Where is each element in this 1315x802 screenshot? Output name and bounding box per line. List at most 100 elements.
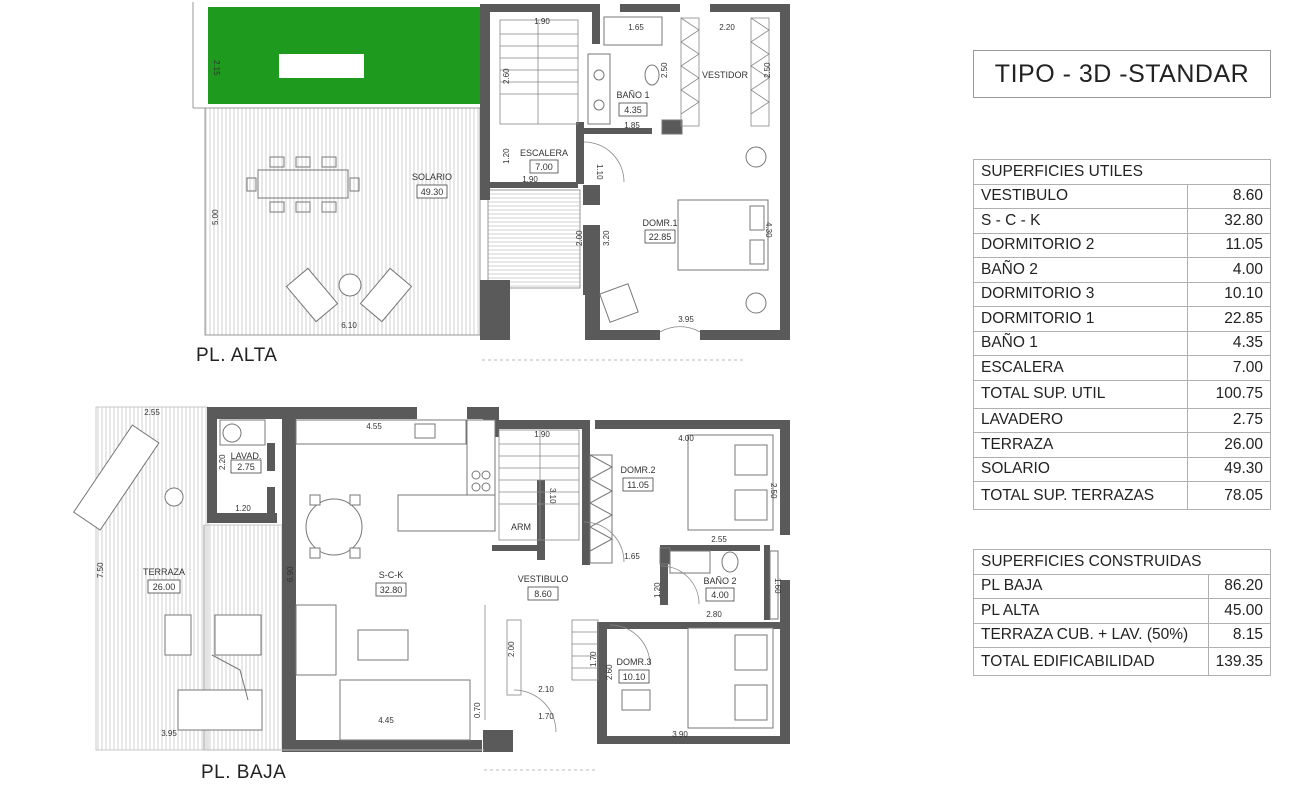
svg-text:1.90: 1.90 <box>522 175 538 184</box>
svg-text:1.70: 1.70 <box>589 651 598 667</box>
walls-baja <box>207 407 790 752</box>
svg-text:1.65: 1.65 <box>624 552 640 561</box>
superficies-construidas-header: SUPERFICIES CONSTRUIDAS <box>973 549 1271 575</box>
walls-alta <box>480 4 790 340</box>
room-escalera-area: 7.00 <box>535 162 553 172</box>
room-bano2-label: BAÑO 2 <box>703 576 736 586</box>
room-domr3-label: DOMR.3 <box>616 657 651 667</box>
svg-text:2.20: 2.20 <box>218 454 227 470</box>
svg-text:3.20: 3.20 <box>602 230 611 246</box>
svg-text:2.80: 2.80 <box>706 610 722 619</box>
room-domr2-area: 11.05 <box>627 480 649 490</box>
room-arm-label: ARM <box>511 522 531 532</box>
solario-deck <box>204 107 481 336</box>
svg-text:2.60: 2.60 <box>502 68 511 84</box>
dining-table-icon <box>246 156 360 213</box>
room-domr2-label: DOMR.2 <box>620 465 655 475</box>
room-terraza-area: 26.00 <box>153 582 176 592</box>
room-sck-label: S-C-K <box>379 570 404 580</box>
room-domr1-area: 22.85 <box>649 232 672 242</box>
svg-text:6.10: 6.10 <box>341 321 357 330</box>
wardrobe-icon <box>680 17 770 127</box>
svg-text:3.10: 3.10 <box>548 488 557 504</box>
svg-text:1.20: 1.20 <box>235 504 251 513</box>
svg-text:2.50: 2.50 <box>660 62 669 78</box>
room-vestidor-label: VESTIDOR <box>702 70 749 80</box>
room-solario-label: SOLARIO <box>412 172 452 182</box>
superficies-utiles-header: SUPERFICIES UTILES <box>973 159 1271 185</box>
plan-baja: TERRAZA 26.00 LAVAD. 2.75 S-C-K 32.80 AR… <box>72 406 790 783</box>
room-domr3-area: 10.10 <box>623 672 646 682</box>
dimensions-baja: 2.55 7.50 3.95 2.20 1.20 4.55 6.90 4.45 … <box>96 408 782 739</box>
svg-text:4.55: 4.55 <box>366 422 382 431</box>
floor-label-alta: PL. ALTA <box>196 345 277 366</box>
room-vestibulo-area: 8.60 <box>534 589 552 599</box>
room-lavad-area: 2.75 <box>237 462 255 472</box>
stairs-alta <box>499 19 579 125</box>
svg-text:4.30: 4.30 <box>764 222 773 238</box>
svg-text:2.55: 2.55 <box>711 535 727 544</box>
svg-text:1.90: 1.90 <box>534 430 550 439</box>
svg-text:2.00: 2.00 <box>507 641 516 657</box>
svg-text:1.10: 1.10 <box>595 164 604 180</box>
svg-text:2.50: 2.50 <box>769 483 778 499</box>
svg-text:2.55: 2.55 <box>144 408 160 417</box>
svg-text:3.95: 3.95 <box>161 729 177 738</box>
stairs-baja <box>498 429 599 681</box>
svg-text:1.60: 1.60 <box>773 578 782 594</box>
floor-label-baja: PL. BAJA <box>201 762 286 783</box>
room-sck-area: 32.80 <box>380 585 403 595</box>
sun-loungers-icon <box>285 267 413 323</box>
plan-type-title: TIPO - 3D -STANDAR <box>973 50 1271 98</box>
bath-fixtures-alta <box>587 16 683 135</box>
svg-text:3.90: 3.90 <box>672 730 688 739</box>
bedroom-furniture-icon <box>588 434 779 729</box>
svg-text:6.90: 6.90 <box>286 566 295 582</box>
svg-text:1.85: 1.85 <box>624 121 640 130</box>
room-vestibulo-label: VESTIBULO <box>518 574 569 584</box>
svg-text:0.70: 0.70 <box>473 702 482 718</box>
kitchen-icon <box>219 419 496 741</box>
dimensions-alta: 2.15 5.00 6.10 1.90 2.60 1.20 1.90 1.10 … <box>211 17 773 330</box>
svg-text:1.70: 1.70 <box>538 712 554 721</box>
table-row: TERRAZA CUB. + LAV. (50%)8.15 <box>973 622 1272 648</box>
room-terraza-label: TERRAZA <box>143 567 185 577</box>
room-lavad-label: LAVAD. <box>231 451 262 461</box>
floor-plans: SOLARIO 49.30 ESCALERA 7.00 BAÑO 1 4.35 … <box>72 2 790 783</box>
room-solario-area: 49.30 <box>421 187 444 197</box>
svg-text:2.50: 2.50 <box>763 62 772 78</box>
room-bano1-area: 4.35 <box>624 105 642 115</box>
svg-text:4.00: 4.00 <box>678 434 694 443</box>
plan-alta: SOLARIO 49.30 ESCALERA 7.00 BAÑO 1 4.35 … <box>192 2 790 366</box>
svg-text:1.20: 1.20 <box>653 582 662 598</box>
svg-text:1.20: 1.20 <box>502 148 511 164</box>
svg-text:2.10: 2.10 <box>538 685 554 694</box>
svg-text:3.95: 3.95 <box>678 315 694 324</box>
svg-text:2.20: 2.20 <box>719 23 735 32</box>
room-bano1-label: BAÑO 1 <box>616 90 649 100</box>
room-bano2-area: 4.00 <box>711 590 729 600</box>
room-escalera-label: ESCALERA <box>520 148 568 158</box>
svg-text:4.45: 4.45 <box>378 716 394 725</box>
svg-text:2.15: 2.15 <box>212 60 221 76</box>
room-domr1-label: DOMR.1 <box>642 218 677 228</box>
bed-icon <box>599 146 769 323</box>
